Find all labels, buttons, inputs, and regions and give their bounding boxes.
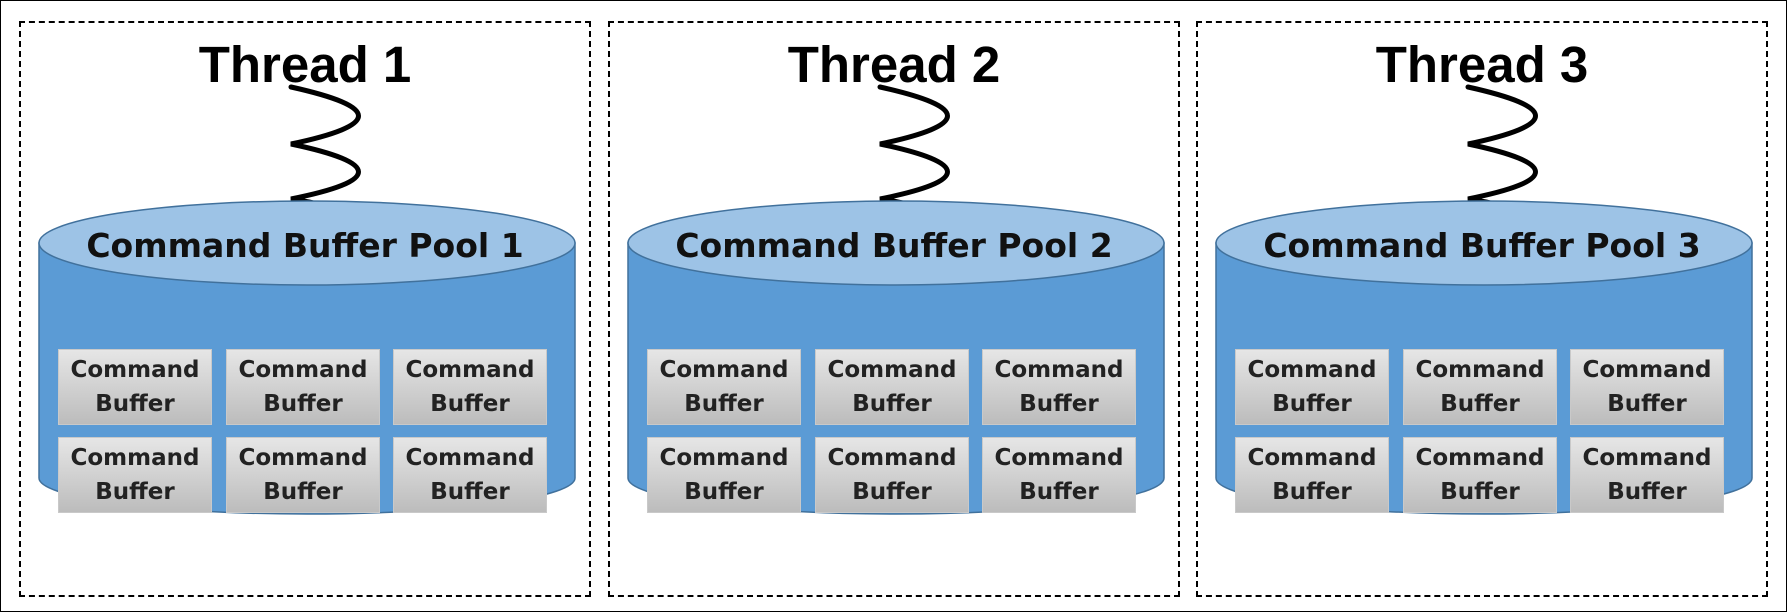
thread-title: Thread 1: [198, 36, 412, 93]
pool-title: Command Buffer Pool 3: [1263, 226, 1701, 265]
pool-title: Command Buffer Pool 1: [86, 226, 524, 265]
thread-title: Thread 3: [1375, 36, 1589, 93]
pool-title: Command Buffer Pool 2: [675, 226, 1113, 265]
thread-title: Thread 2: [787, 36, 1001, 93]
